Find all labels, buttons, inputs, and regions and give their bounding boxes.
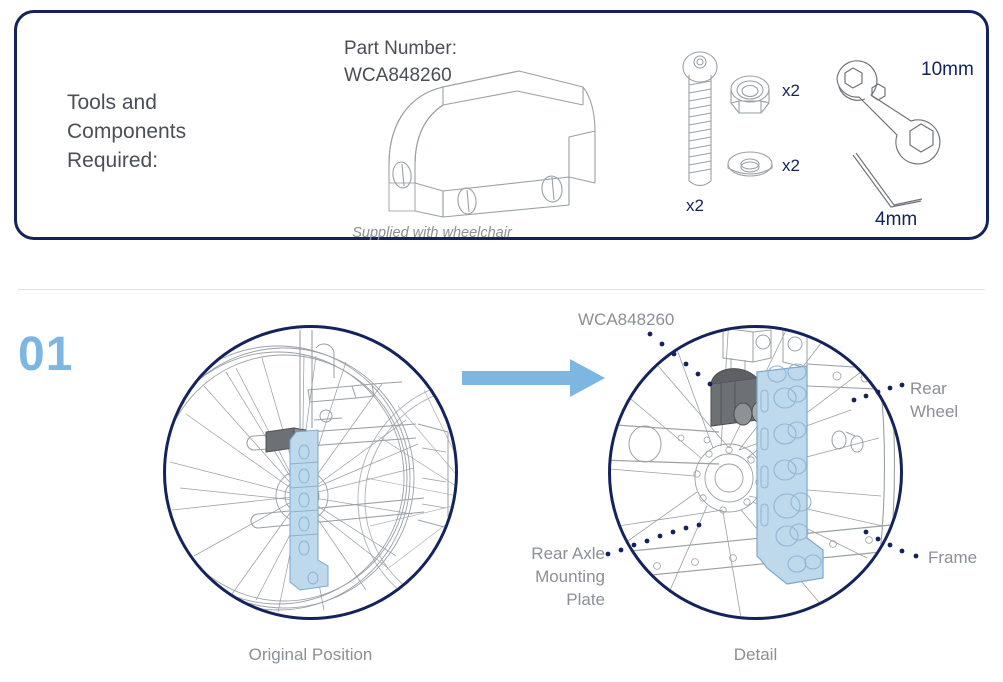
supplied-with-wheelchair-note: Supplied with wheelchair (352, 225, 512, 241)
wheelchair-wheel-drawing (166, 330, 455, 617)
part-number-block: Part Number: WCA848260 (344, 35, 584, 89)
bracket-illustration (388, 70, 596, 218)
rear-axle-mounting-plate-highlight (289, 429, 329, 591)
detail-image (608, 325, 903, 620)
part-number-label: Part Number: (344, 38, 457, 59)
bolt-head (682, 51, 718, 83)
fasteners-illustration: x2 x2 x2 (682, 51, 800, 215)
tools-heading-line-3: Required: (67, 149, 159, 172)
callout-rear-wheel-line-2: Wheel (910, 402, 959, 421)
allen-key-size-label: 4mm (875, 209, 917, 228)
nut-quantity-label: x2 (782, 81, 800, 100)
tools-required-heading: Tools and Components Required: (67, 88, 287, 175)
nyloc-nut (730, 75, 770, 114)
callout-mounting-plate-line-2: Mounting (535, 567, 605, 586)
section-divider (18, 289, 985, 290)
spanner (836, 60, 941, 165)
tools-illustration: 10mm 4mm (836, 59, 974, 228)
clamp-part-detail (710, 368, 771, 427)
callout-mounting-plate: Rear Axle Mounting Plate (480, 542, 605, 611)
callout-part-number: WCA848260 (578, 310, 675, 329)
transition-arrow (462, 359, 605, 397)
part-number-value: WCA848260 (344, 65, 452, 86)
washer (727, 151, 773, 177)
detail-assembly-drawing (611, 328, 900, 617)
tools-heading-line-1: Tools and (67, 91, 157, 114)
callout-rear-wheel: Rear Wheel (910, 377, 1000, 423)
washer-quantity-label: x2 (782, 156, 800, 175)
spanner-size-label: 10mm (921, 59, 974, 80)
original-position-image (163, 325, 458, 620)
tools-and-components-panel: Tools and Components Required: Part Numb… (14, 10, 989, 241)
callout-frame: Frame (928, 548, 978, 567)
callout-mounting-plate-line-3: Plate (566, 590, 605, 609)
caption-original-position: Original Position (248, 645, 373, 664)
rear-axle-mounting-plate-highlight-detail (756, 363, 824, 585)
tools-heading-line-2: Components (67, 120, 187, 143)
bolt-quantity-label: x2 (686, 196, 704, 215)
allen-key (852, 152, 923, 208)
caption-detail: Detail (733, 645, 778, 664)
callout-mounting-plate-line-1: Rear Axle (531, 544, 605, 563)
callout-rear-wheel-line-1: Rear (910, 379, 947, 398)
step-number: 01 (18, 328, 74, 381)
